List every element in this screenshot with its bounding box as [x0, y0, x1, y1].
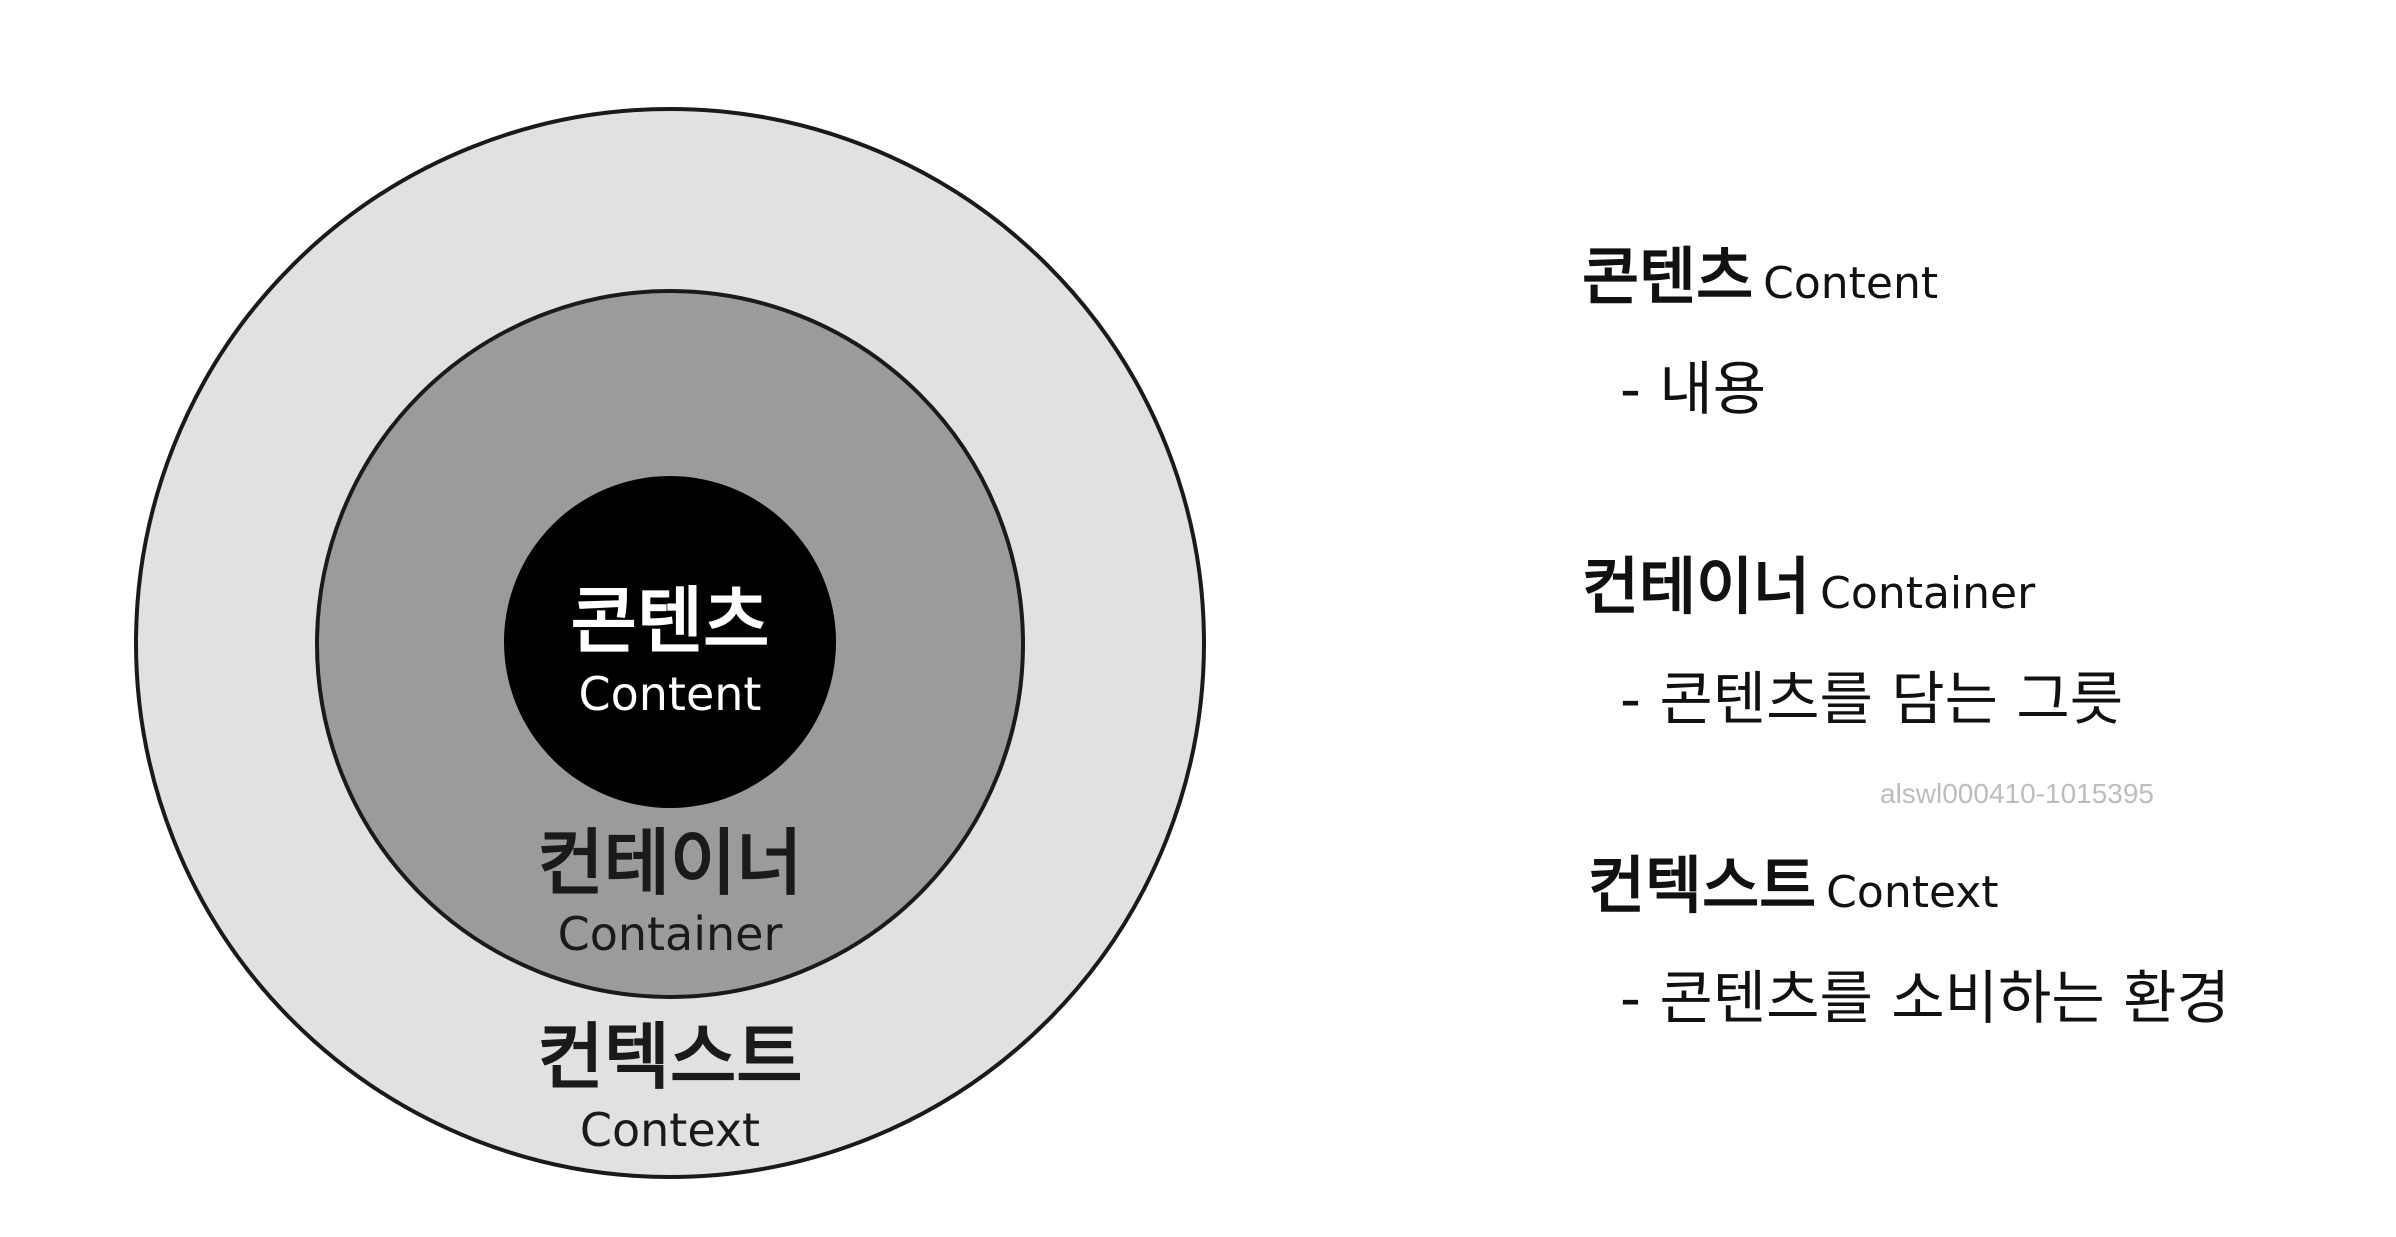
legend-description: - 콘텐츠를 소비하는 환경 — [1620, 964, 2230, 1032]
legend-title-en: Content — [1763, 258, 1939, 309]
concentric-diagram: 콘텐츠 Content 컨테이너 Container 컨텍스트 Context — [134, 107, 1206, 1179]
content-circle — [504, 476, 836, 808]
legend-title-ko: 컨텍스트 — [1588, 849, 1817, 922]
context-label-en: Context — [580, 1103, 760, 1157]
legend-title-en: Container — [1820, 568, 2036, 619]
content-label-en: Content — [579, 667, 762, 721]
context-label-ko: 컨텍스트 — [538, 1015, 803, 1099]
container-label-en: Container — [558, 907, 783, 961]
legend-title-en: Context — [1826, 867, 1999, 918]
legend-title-ko: 컨테이너 — [1582, 550, 1811, 623]
legend-description: - 콘텐츠를 담는 그릇 — [1620, 665, 2124, 733]
content-label-ko: 콘텐츠 — [571, 579, 770, 663]
watermark: alswl000410-1015395 — [1880, 778, 2154, 809]
legend-title-ko: 콘텐츠 — [1582, 240, 1754, 313]
container-label-ko: 컨테이너 — [538, 821, 803, 905]
legend-description: - 내용 — [1620, 355, 1767, 423]
